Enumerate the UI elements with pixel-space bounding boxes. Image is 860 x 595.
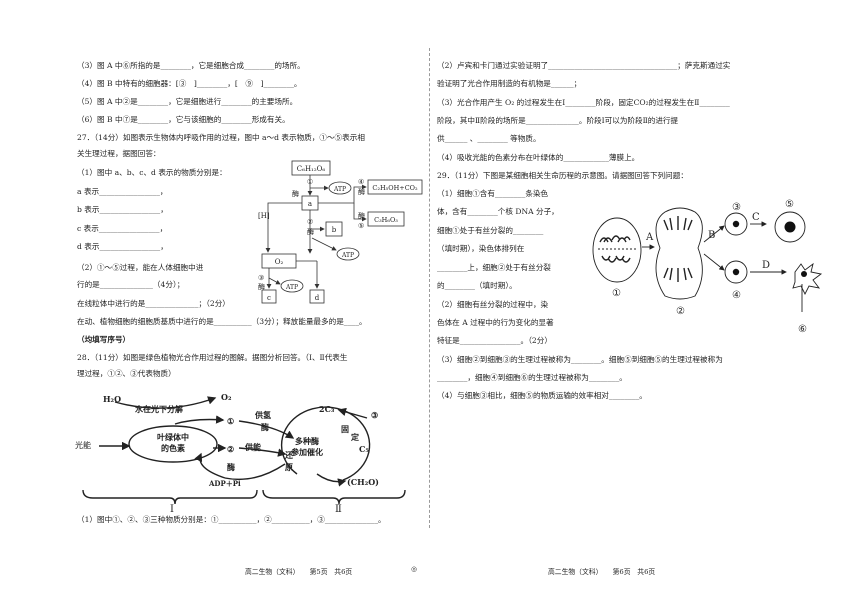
q27-intro-cont: 关生理过程，据图回答：: [77, 149, 161, 158]
q26-item6: （6）图 B 中⑦是________，它与该细胞的________形成有关。: [77, 115, 290, 124]
q27-blank-a: a 表示________________，: [77, 187, 168, 196]
supply-energy-label: 供能: [244, 442, 261, 452]
substance-a: a: [308, 200, 312, 208]
process-D-label: D: [762, 260, 770, 271]
enzyme-label-4: 酶: [358, 187, 365, 196]
q28-sub4: （4）吸收光能的色素分布在叶绿体的____________薄膜上。: [437, 153, 640, 162]
cell-1-label: ①: [612, 288, 621, 299]
cell-4-label: ④: [732, 290, 741, 301]
photosynthesis-diagram: H₂O 水在光下分解 O₂ ① ② 光能 叶绿体中 的色素 供氢 酶 供能 酶 …: [75, 392, 406, 513]
q29-sub1-b: 体，含有________个核 DNA 分子，: [437, 207, 559, 216]
water-label: H₂O: [103, 394, 121, 404]
atp-label-1: ATP: [333, 186, 346, 193]
q29-intro: 29．（11分）下图是某细胞相关生命历程的示意图。请据图回答下列问题：: [437, 171, 688, 180]
q29-sub1-f: 的________（填时期）。: [437, 281, 517, 290]
photolysis-label: 水在光下分解: [134, 404, 183, 414]
alcohol-product: C₂H₅OH+CO₂: [372, 184, 418, 192]
q27-intro: 27．（14分）如图表示生物体内呼吸作用的过程，图中 a～d 表示物质，①～⑤表…: [77, 133, 365, 142]
q29-sub3-b: ________，细胞④到细胞⑥的生理过程被称为________。: [437, 373, 627, 382]
oxygen-label: O₂: [275, 258, 284, 266]
process-C-label: C: [752, 212, 760, 223]
q28-intro: 28．（11分）如图是绿色植物光合作用过程的图解。据图分析回答。（Ⅰ、Ⅱ代表生: [77, 353, 348, 362]
footer-page6: 高二生物（文科） 第6页 共6页: [548, 568, 656, 576]
q28-sub1: （1）图中①、②、③三种物质分别是：①__________，②_________…: [77, 515, 386, 524]
adp-label: ADP＋Pi: [208, 479, 241, 488]
cell-2-label: ②: [676, 306, 685, 317]
enzyme-label-3: 酶: [258, 282, 265, 291]
enzyme-label-2: 酶: [307, 227, 314, 236]
q26-item3: （3）图 A 中⑥所指的是________，它是细胞合成________的场所。: [77, 61, 305, 70]
q28-sub2: （2）卢宾和卡门通过实验证明了_________________________…: [437, 61, 731, 70]
q27-sub2: （2）①～⑤过程，能在人体细胞中进: [77, 263, 204, 272]
q29-sub2-b: 色体在 A 过程中的行为变化的显著: [437, 318, 554, 327]
step3-label: ③: [258, 274, 264, 282]
pigment-label-1: 叶绿体中: [157, 432, 189, 442]
q28-sub3-end: 供______ 、________ 等物质。: [437, 134, 541, 143]
stage-1-label: Ⅰ: [170, 504, 174, 513]
q27-sub2-mito: 在线粒体中进行的是______________；（2分）: [77, 299, 230, 308]
respiration-diagram: C₆H₁₂O₆ ① 酶 a ATP ④ 酶 C₂H₅OH+CO₂ 酶 ⑤ C₃H…: [258, 160, 423, 304]
hydrogen-label: [H]: [258, 212, 270, 220]
multi-enzyme-label-1: 多种酶: [295, 436, 319, 446]
q27-blank-d: d 表示________________，: [77, 242, 168, 251]
page-divider: [429, 48, 430, 528]
glucose-label: C₆H₁₂O₆: [297, 165, 326, 173]
reduce-label-1: 还: [284, 450, 294, 460]
q26-item4: （4）图 B 中特有的细胞器：[③ ]________，[ ⑨ ]_______…: [77, 79, 302, 88]
fix-label-2: 定: [350, 432, 359, 442]
oxygen-label: O₂: [221, 392, 232, 402]
supply-hydrogen-label: 供氢: [254, 410, 271, 420]
atp-label-3: ATP: [285, 284, 298, 291]
substance-b: b: [332, 226, 337, 234]
product-3: ③: [371, 410, 378, 420]
light-energy-label: 光能: [75, 440, 91, 450]
enzyme-label-2: 酶: [227, 462, 235, 472]
substance-c: c: [267, 294, 271, 302]
step5-label: ⑤: [358, 222, 364, 230]
process-A-label: A: [645, 232, 654, 243]
q28-sub2-cont: 验证明了光合作用制造的有机物是______；: [437, 79, 582, 88]
carbohydrate-label: (CH₂O): [347, 477, 379, 487]
lactic-product: C₃H₆O₃: [374, 216, 398, 224]
cell-5-label: ⑤: [785, 199, 794, 210]
q29-sub3: （3）细胞②到细胞③的生理过程被称为________。细胞⑤到细胞⑤的生理过程被…: [437, 355, 723, 364]
substance-d: d: [315, 294, 320, 302]
q26-item5: （5）图 A 中②是________，它是细胞进行________的主要场所。: [77, 97, 298, 106]
q29-sub2-c: 特征是________________。（2分）: [437, 336, 552, 345]
cell-6-label: ⑥: [798, 324, 807, 335]
stage-2-label: Ⅱ: [335, 504, 342, 513]
multi-enzyme-label-2: 参加催化: [290, 447, 323, 457]
q29-sub2: （2）细胞有丝分裂的过程中，染: [437, 300, 549, 309]
q27-sub2-cont: 行的是______________（4分）；: [77, 280, 185, 289]
enzyme-label-5: 酶: [358, 211, 365, 220]
cell-3-label: ③: [732, 202, 741, 213]
q27-note: （均填写序号）: [77, 335, 131, 344]
step4-label: ④: [358, 178, 364, 186]
product-2: ②: [227, 444, 234, 454]
q28-sub3-cont: 阶段，其中Ⅱ阶段的场所是______________。阶段Ⅰ可以为阶段Ⅱ的进行提: [437, 116, 679, 125]
atp-label-2: ATP: [341, 252, 354, 259]
q29-sub1-d: （填时期），染色体排列在: [437, 244, 525, 253]
cell-history-diagram: A B C D ① ② ③ ④ ⑤ ⑥: [592, 199, 823, 335]
fix-label-1: 固: [341, 424, 349, 434]
enzyme-label: 酶: [292, 189, 299, 198]
q27-blank-c: c 表示________________，: [77, 224, 168, 233]
footer-mark: ◎: [411, 565, 417, 573]
q29-sub1: （1）细胞①含有________条染色: [437, 189, 549, 198]
q27-sub2-cyto: 在动、植物细胞的细胞质基质中进行的是__________（3分）；释放能量最多的…: [77, 317, 367, 326]
enzyme-label-1: 酶: [261, 422, 269, 432]
q28-sub3: （3）光合作用产生 O₂ 的过程发生在Ⅰ________阶段，固定CO₂的过程发…: [437, 98, 730, 107]
product-1: ①: [227, 416, 234, 426]
q29-sub4: （4）与细胞③相比，细胞⑤的物质运输的效率相对________。: [437, 391, 647, 400]
q27-sub1: （1）图中 a、b、c、d 表示的物质分别是：: [77, 168, 227, 177]
pigment-label-2: 的色素: [161, 443, 185, 453]
q27-blank-b: b 表示________________，: [77, 205, 168, 214]
q28-intro-cont: 理过程，①②、③代表物质）: [77, 369, 176, 378]
process-B-label: B: [708, 230, 715, 241]
c3-label: 2C₃: [319, 404, 335, 414]
c5-label: C₅: [359, 444, 369, 454]
footer-page5: 高二生物（文科） 第5页 共6页: [245, 568, 353, 576]
q29-sub1-c: 细胞①处于有丝分裂的________: [437, 226, 544, 235]
q29-sub1-e: ________上，细胞②处于有丝分裂: [437, 263, 551, 272]
